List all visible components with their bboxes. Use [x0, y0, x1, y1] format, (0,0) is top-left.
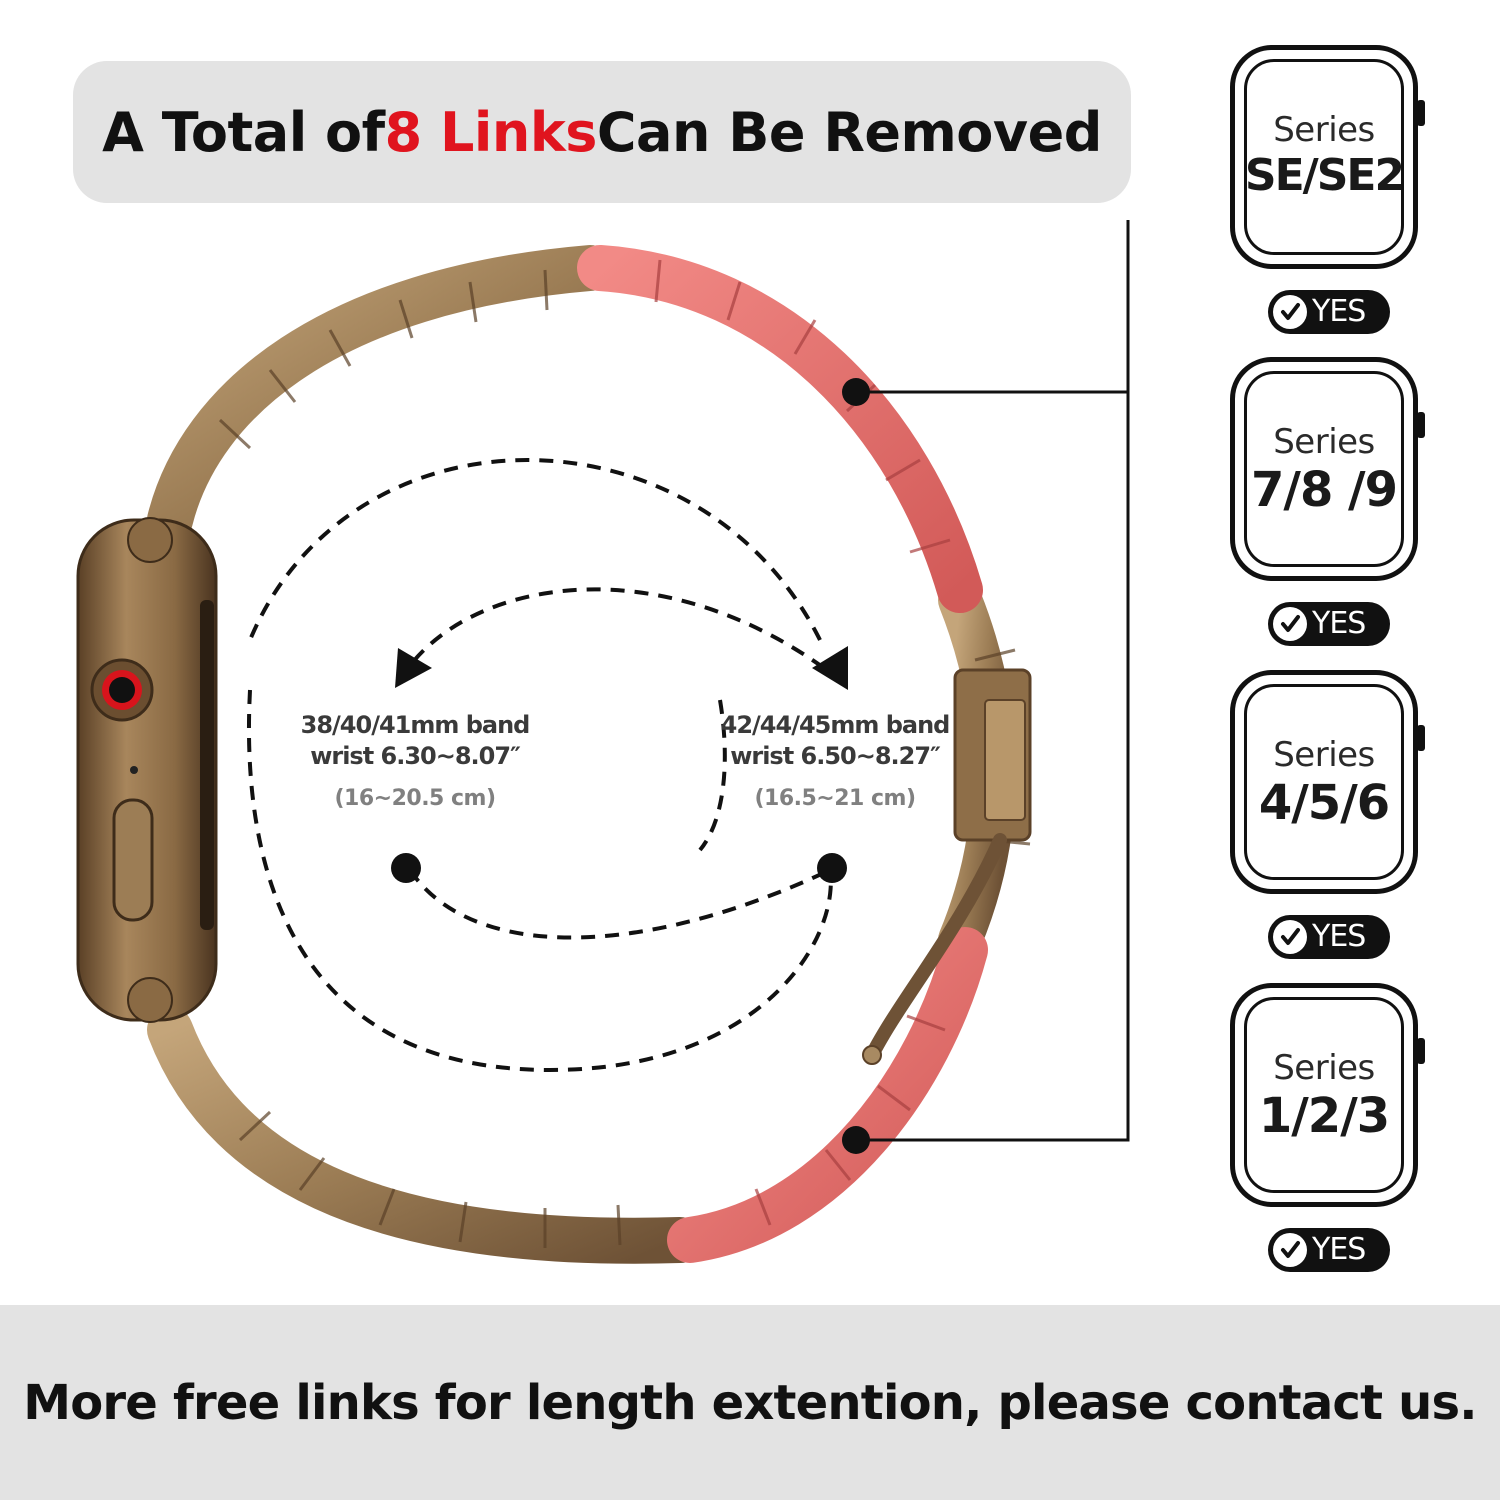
footer-banner: More free links for length extention, pl…: [0, 1305, 1500, 1500]
header-suffix: Can Be Removed: [596, 100, 1102, 164]
compat-model: 1/2/3: [1258, 1088, 1390, 1144]
large-band-wrist: wrist 6.50~8.27″: [730, 742, 941, 770]
compat-card-456: Series 4/5/6: [1230, 670, 1425, 894]
compat-badge-123: YES: [1268, 1228, 1390, 1272]
compat-card-se: Series SE/SE2: [1230, 45, 1425, 269]
large-band-size-label: 42/44/45mm band wrist 6.50~8.27″ (16.5~2…: [710, 710, 960, 811]
large-band-cm: (16.5~21 cm): [754, 786, 916, 811]
watch-crown-icon: [1417, 1038, 1425, 1064]
compat-model: 7/8 /9: [1251, 462, 1398, 518]
compat-series-label: Series: [1273, 422, 1375, 462]
compat-card-123: Series 1/2/3: [1230, 983, 1425, 1207]
removable-links-callout: [842, 220, 1130, 1154]
small-band-wrist: wrist 6.30~8.07″: [310, 742, 521, 770]
check-circle-icon: [1273, 920, 1307, 954]
check-circle-icon: [1273, 295, 1307, 329]
header-banner: A Total of 8 Links Can Be Removed: [73, 61, 1131, 203]
band-illustration: [76, 220, 1130, 1264]
compat-badge-se: YES: [1268, 290, 1390, 334]
check-circle-icon: [1273, 607, 1307, 641]
small-band-size: 38/40/41mm band: [300, 711, 531, 739]
compat-status: YES: [1312, 294, 1366, 329]
header-highlight: 8 Links: [384, 100, 598, 164]
small-band-size-label: 38/40/41mm band wrist 6.30~8.07″ (16~20.…: [290, 710, 540, 811]
size-arcs: [246, 458, 842, 1073]
compat-badge-456: YES: [1268, 915, 1390, 959]
compat-status: YES: [1312, 606, 1366, 641]
watch-crown-icon: [1417, 100, 1425, 126]
compat-series-label: Series: [1273, 1048, 1375, 1088]
compat-series-label: Series: [1273, 735, 1375, 775]
small-band-cm: (16~20.5 cm): [334, 786, 496, 811]
compat-badge-789: YES: [1268, 602, 1390, 646]
compat-model: 4/5/6: [1258, 775, 1390, 831]
compat-status: YES: [1312, 1232, 1366, 1267]
compat-model: SE/SE2: [1244, 150, 1405, 201]
watch-crown-icon: [1417, 725, 1425, 751]
compat-series-label: Series: [1273, 110, 1375, 150]
header-title: A Total of 8 Links Can Be Removed: [73, 61, 1131, 203]
header-prefix: A Total of: [102, 100, 385, 164]
footer-text: More free links for length extention, pl…: [23, 1374, 1477, 1431]
size-arc-arrows: [391, 646, 848, 883]
check-circle-icon: [1273, 1233, 1307, 1267]
large-band-size: 42/44/45mm band: [720, 711, 951, 739]
watch-case: [76, 517, 218, 1023]
compat-status: YES: [1312, 919, 1366, 954]
band-clasp: [862, 668, 1032, 1065]
watch-crown-icon: [1417, 412, 1425, 438]
compat-card-789: Series 7/8 /9: [1230, 357, 1425, 581]
